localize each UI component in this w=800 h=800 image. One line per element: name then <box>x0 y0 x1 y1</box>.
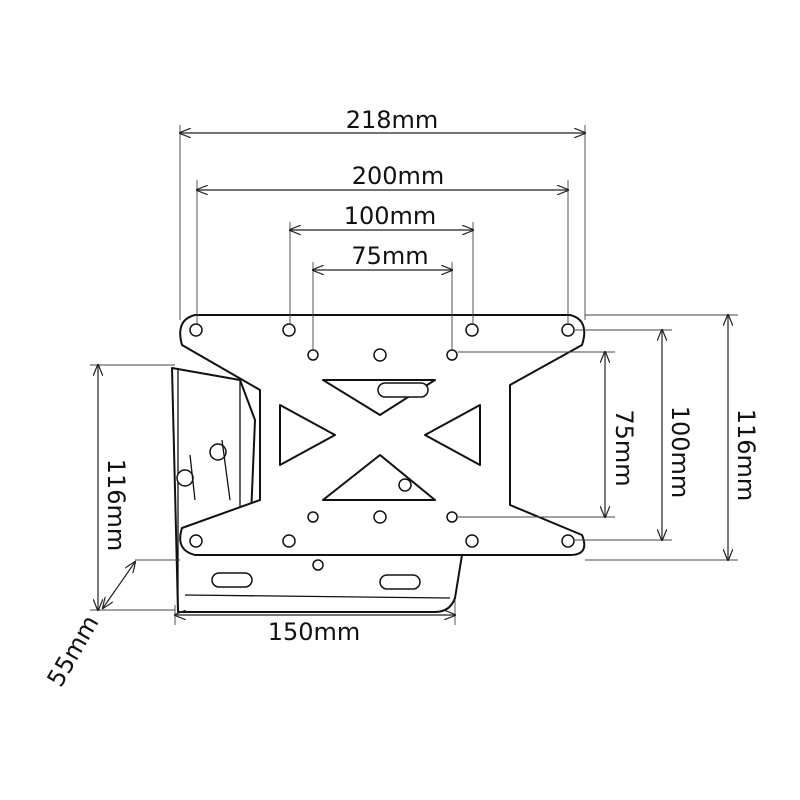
dim-label-100-vertical: 100mm <box>666 406 694 499</box>
dim-label-55: 55mm <box>42 611 105 692</box>
dim-label-150: 150mm <box>268 618 361 646</box>
dim-label-75: 75mm <box>351 242 428 270</box>
mounting-holes <box>189 323 575 571</box>
dim-label-116-right: 116mm <box>732 409 760 502</box>
dim-label-75-vertical: 75mm <box>610 409 638 486</box>
dim-label-218: 218mm <box>346 106 439 134</box>
vesa-plate <box>179 314 586 571</box>
dim-label-100: 100mm <box>344 202 437 230</box>
dim-label-116-left: 116mm <box>102 459 130 552</box>
dim-label-200: 200mm <box>352 162 445 190</box>
dimension-lines <box>98 133 728 615</box>
